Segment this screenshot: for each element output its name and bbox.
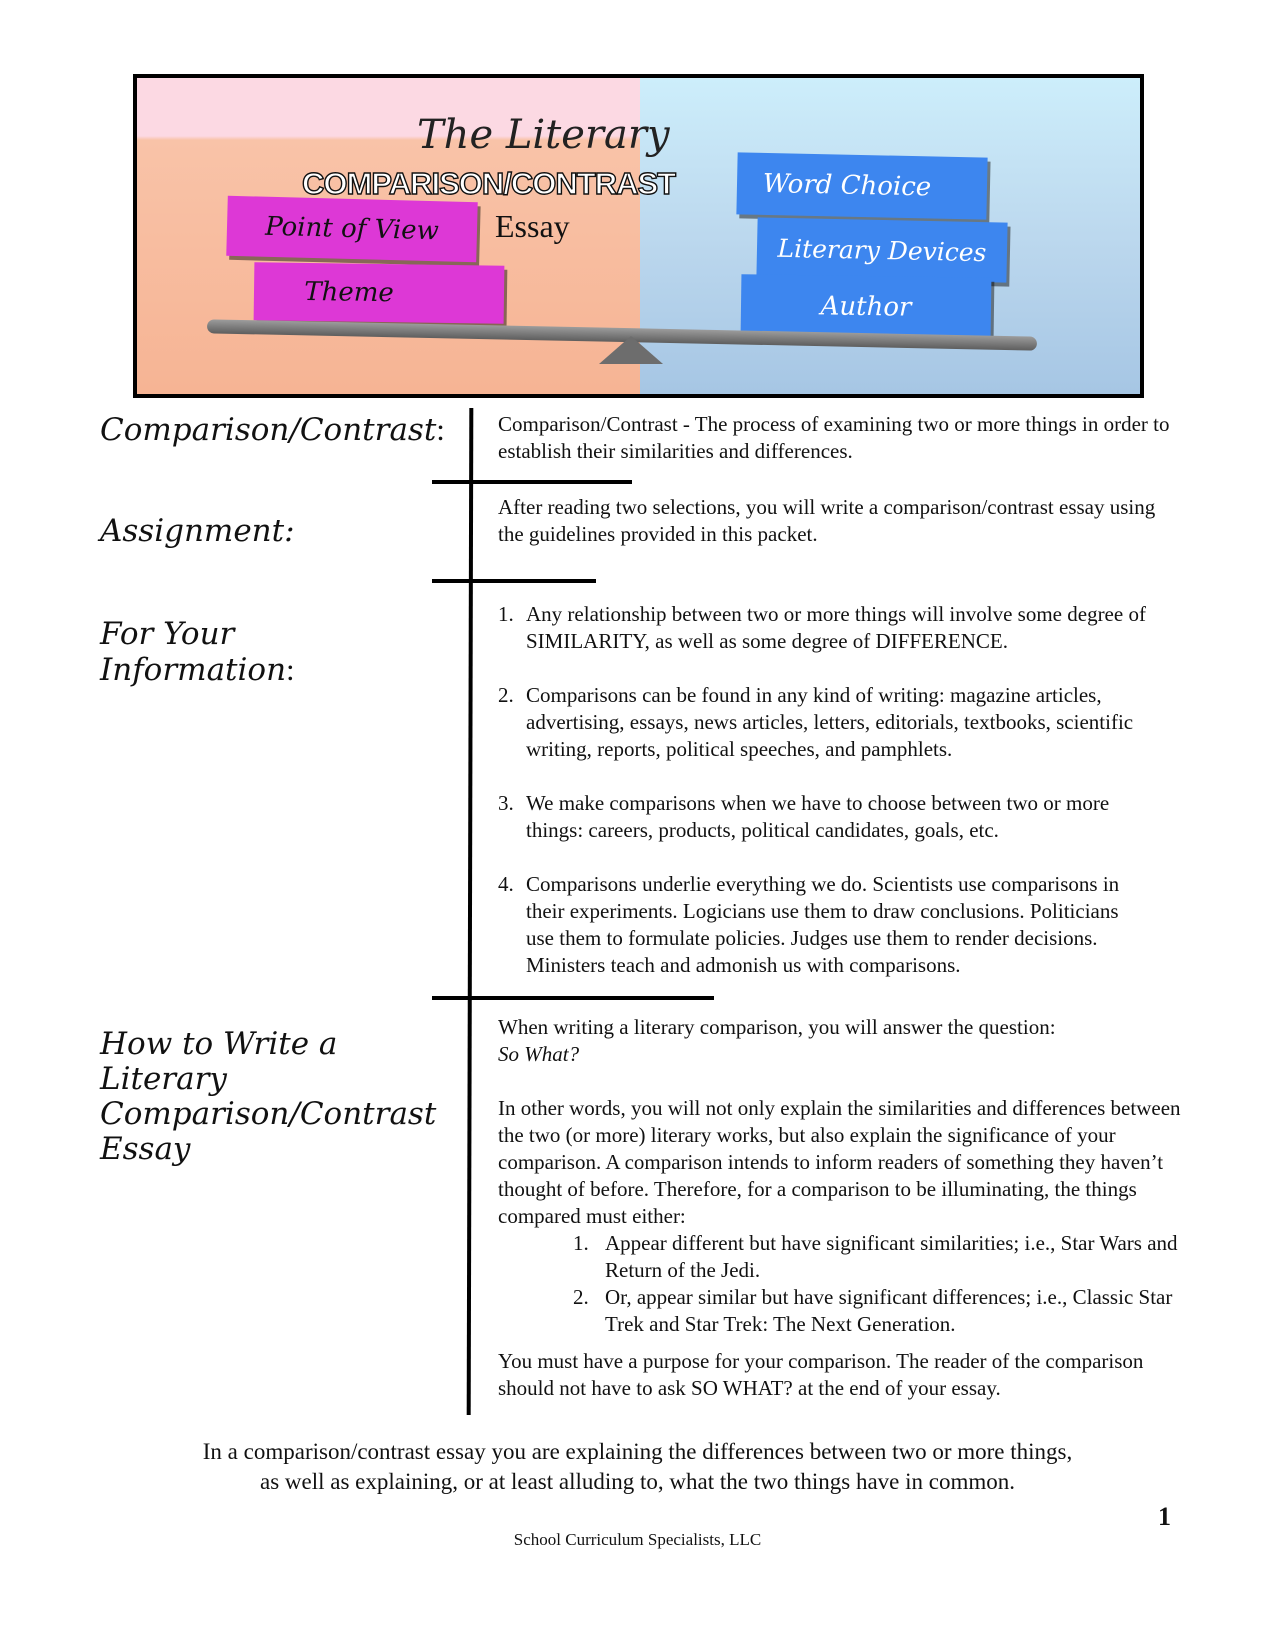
info-item: 2. Comparisons can be found in any kind …	[498, 682, 1148, 763]
howto-paragraph: In other words, you will not only explai…	[498, 1096, 1181, 1228]
howto-sub-item: 1. Appear different but have significant…	[573, 1230, 1183, 1284]
block-literary-devices: Literary Devices	[756, 217, 1008, 283]
info-item: 1. Any relationship between two or more …	[498, 601, 1148, 655]
banner-subtitle: COMPARISON/CONTRAST	[301, 165, 676, 201]
page-number: 1	[1158, 1502, 1171, 1531]
howto-text: When writing a literary comparison, you …	[498, 1014, 1183, 1402]
howto-closing: You must have a purpose for your compari…	[498, 1349, 1144, 1400]
howto-sub-item-text: Or, appear similar but have significant …	[605, 1285, 1173, 1336]
howto-sub-item-number: 2.	[573, 1285, 589, 1309]
block-author-text: Author	[820, 291, 912, 323]
info-list: 1. Any relationship between two or more …	[498, 601, 1148, 979]
howto-sub-item-text: Appear different but have significant si…	[605, 1231, 1178, 1282]
block-literary-devices-text: Literary Devices	[777, 233, 987, 267]
info-item-number: 3.	[498, 791, 514, 815]
howto-label-line: Comparison/Contrast	[100, 1096, 437, 1132]
howto-sub-item: 2. Or, appear similar but have significa…	[573, 1284, 1183, 1338]
howto-sub-list: 1. Appear different but have significant…	[498, 1230, 1183, 1338]
definition-paragraph: Comparison/Contrast - The process of exa…	[498, 412, 1170, 463]
banner-title: The Literary	[417, 112, 670, 158]
assignment-paragraph: After reading two selections, you will w…	[498, 495, 1156, 546]
block-theme-label: Theme	[304, 276, 394, 309]
howto-label-line: How to Write a	[100, 1026, 338, 1062]
divider-h3	[432, 996, 714, 1000]
conclusion-line1: In a comparison/contrast essay you are e…	[202, 1439, 1073, 1464]
info-item-text: Any relationship between two or more thi…	[526, 602, 1146, 653]
info-item: 4. Comparisons underlie everything we do…	[498, 871, 1148, 979]
info-label-line2: Information	[100, 652, 287, 688]
conclusion: In a comparison/contrast essay you are e…	[0, 1437, 1275, 1497]
definition-label-text: Comparison/Contrast	[100, 412, 437, 448]
howto-sub-item-number: 1.	[573, 1231, 589, 1255]
info-label-line1: For Your	[100, 616, 235, 652]
block-point-of-view-label: Point of View	[264, 211, 440, 247]
info-item-text: We make comparisons when we have to choo…	[526, 791, 1110, 842]
howto-label: How to Write a Literary Comparison/Contr…	[100, 1027, 436, 1167]
definition-label: Comparison/Contrast:	[100, 412, 445, 448]
assignment-label: Assignment:	[100, 513, 295, 549]
info-item: 3. We make comparisons when we have to c…	[498, 790, 1148, 844]
info-item-text: Comparisons can be found in any kind of …	[526, 683, 1134, 761]
info-item-number: 1.	[498, 602, 514, 626]
title-banner: The Literary COMPARISON/CONTRAST Essay P…	[133, 74, 1144, 398]
info-item-text: Comparisons underlie everything we do. S…	[526, 872, 1120, 977]
banner-essay-word: Essay	[495, 208, 570, 244]
footer-publisher: School Curriculum Specialists, LLC	[513, 1530, 762, 1549]
block-theme: Theme	[253, 262, 505, 324]
howto-intro: When writing a literary comparison, you …	[498, 1015, 1056, 1039]
info-list-container: 1. Any relationship between two or more …	[498, 601, 1148, 1006]
conclusion-line2: as well as explaining, or at least allud…	[259, 1469, 1015, 1494]
howto-question: So What?	[498, 1042, 580, 1066]
divider-h1	[432, 480, 632, 484]
block-word-choice: Point of View Word Choice	[736, 152, 988, 220]
definition-label-colon: :	[436, 412, 445, 447]
howto-label-line: Essay	[100, 1131, 191, 1167]
divider-vertical	[466, 407, 474, 1416]
definition-text: Comparison/Contrast - The process of exa…	[498, 411, 1198, 465]
info-label: For Your Information:	[100, 617, 295, 688]
info-item-number: 4.	[498, 872, 514, 896]
block-point-of-view: Point of View	[226, 195, 478, 263]
divider-h2	[432, 579, 596, 583]
balance-fulcrum	[599, 336, 663, 364]
assignment-text: After reading two selections, you will w…	[498, 494, 1158, 548]
block-author: Author	[740, 274, 992, 340]
howto-label-line: Literary	[100, 1061, 227, 1097]
info-item-number: 2.	[498, 683, 514, 707]
info-label-colon: :	[286, 652, 295, 687]
block-word-choice-text: Word Choice	[762, 168, 932, 203]
